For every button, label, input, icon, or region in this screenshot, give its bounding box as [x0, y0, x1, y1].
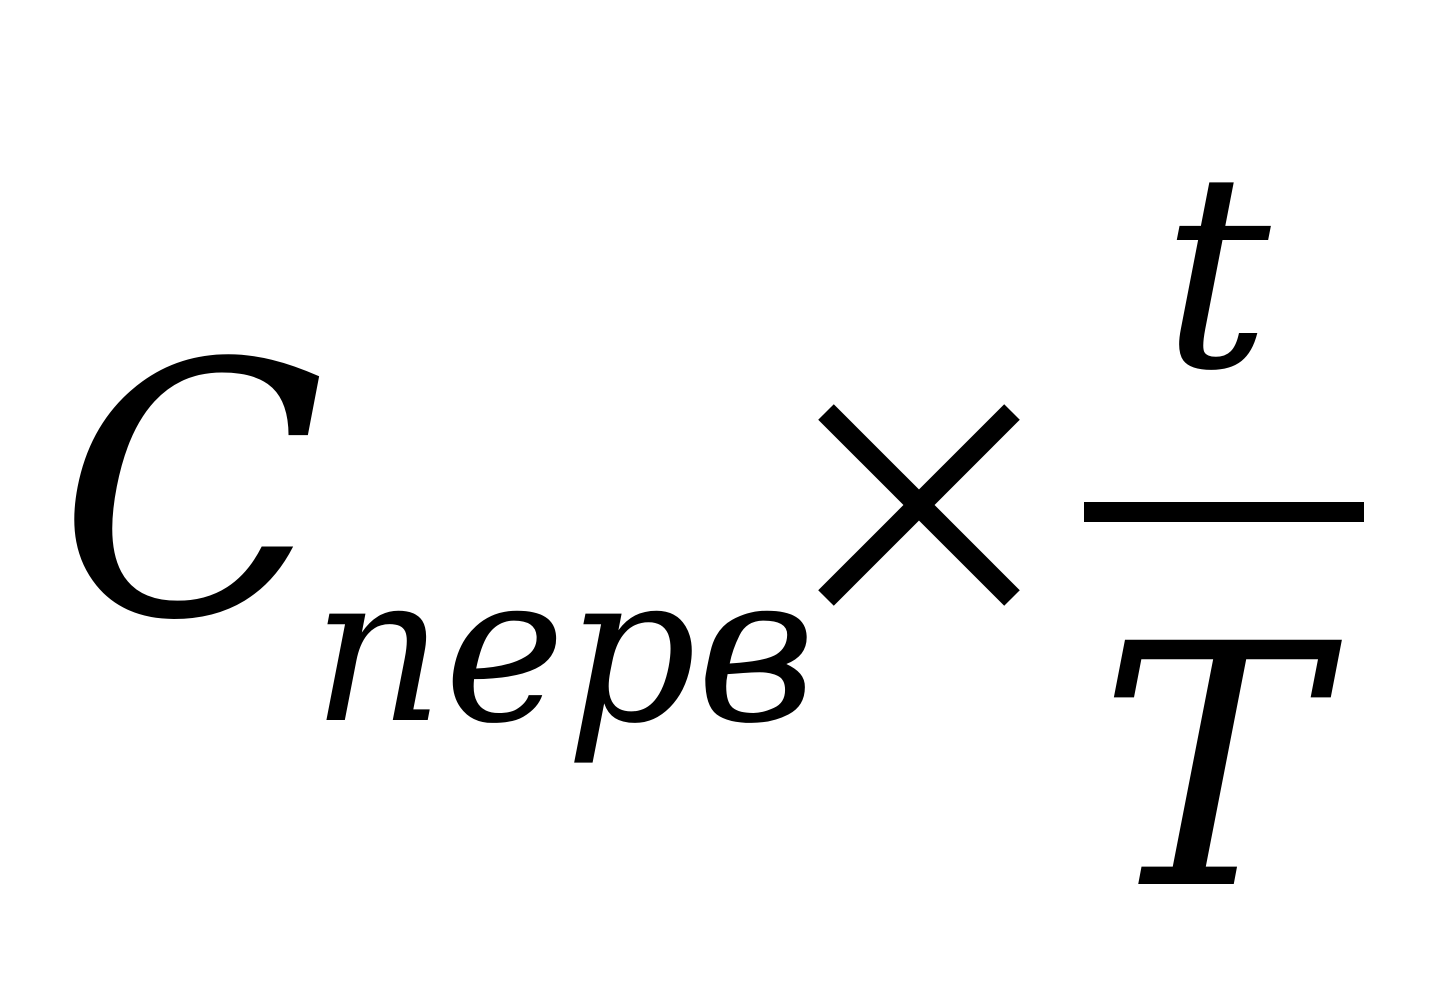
- fraction-denominator: T: [1098, 574, 1322, 964]
- subscript-label: перв: [312, 531, 816, 769]
- fraction: t T: [1084, 115, 1364, 937]
- fraction-bar: [1084, 502, 1364, 522]
- base-variable: C: [58, 289, 326, 697]
- multiplication-icon: [818, 404, 1020, 606]
- fraction-numerator: t: [1162, 115, 1271, 430]
